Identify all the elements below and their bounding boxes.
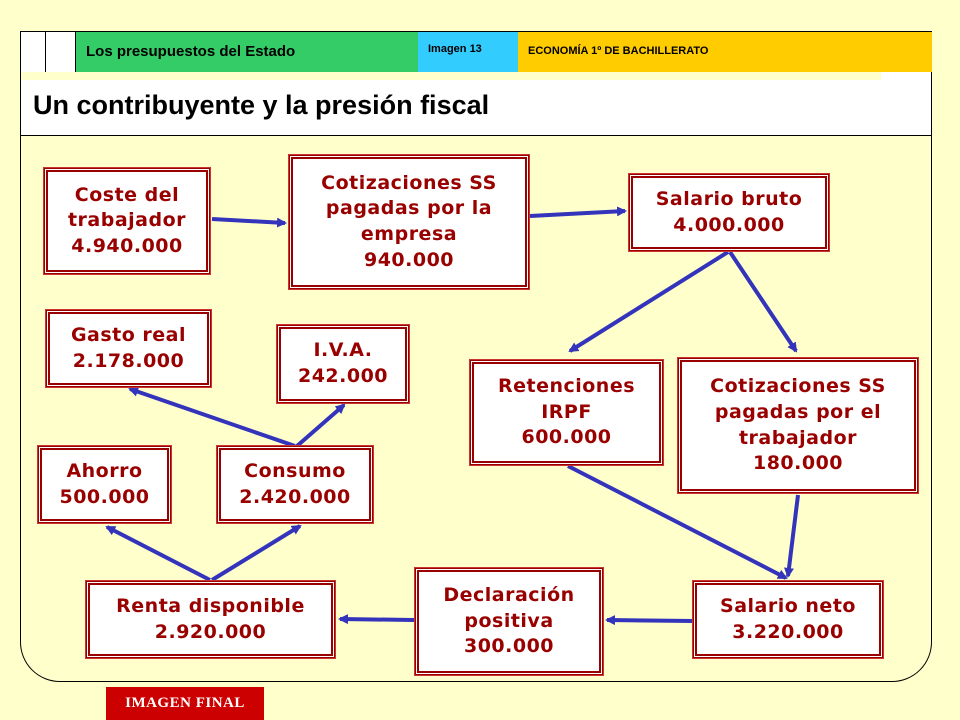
final-image-tag: IMAGEN FINAL (106, 687, 264, 720)
node-label: Salario neto (720, 594, 856, 617)
node-value: 4.940.000 (71, 234, 183, 257)
node-label: positiva (464, 609, 554, 632)
slide-frame (20, 31, 932, 682)
node-value: 3.220.000 (732, 620, 844, 643)
node-label: Declaración (443, 584, 575, 607)
node-label: I.V.A. (313, 339, 373, 362)
node-gasto-real: Gasto real 2.178.000 (45, 309, 212, 388)
node-retenciones-irpf: Retenciones IRPF 600.000 (469, 359, 664, 466)
arrow-retenciones-to-neto (567, 464, 788, 580)
node-ahorro: Ahorro 500.000 (37, 445, 172, 524)
node-value: 940.000 (363, 248, 455, 271)
node-value: 180.000 (752, 452, 844, 475)
node-label: pagadas por el (714, 400, 882, 423)
node-label: Cotizaciones SS (710, 375, 886, 398)
node-consumo: Consumo 2.420.000 (216, 445, 374, 524)
node-salario-bruto: Salario bruto 4.000.000 (628, 173, 830, 252)
node-label: Cotizaciones SS (321, 171, 497, 194)
node-label: pagadas por la (325, 197, 493, 220)
node-label: trabajador (738, 426, 858, 449)
header-image-label: Imagen 13 (428, 43, 482, 55)
arrow-bruto-to-retenciones (568, 250, 730, 353)
node-value: 600.000 (521, 426, 612, 449)
header-course: ECONOMÍA 1º DE BACHILLERATO (528, 45, 709, 57)
arrow-coste-to-cotizaciones (211, 217, 287, 228)
arrow-cot-trabajador-to-neto (784, 494, 800, 578)
node-label: Salario bruto (655, 187, 803, 210)
node-iva: I.V.A. 242.000 (276, 324, 410, 404)
node-label: Retenciones (497, 375, 636, 398)
node-salario-neto: Salario neto 3.220.000 (692, 580, 884, 659)
node-value: 2.178.000 (72, 349, 185, 372)
header-section: Los presupuestos del Estado (86, 43, 296, 60)
arrow-cotizaciones-to-bruto (529, 206, 627, 218)
node-value: 4.000.000 (673, 213, 785, 236)
arrow-renta-to-consumo (210, 524, 302, 582)
page-title: Un contribuyente y la presión fiscal (33, 90, 490, 120)
node-cotizaciones-empresa: Cotizaciones SS pagadas por la empresa 9… (288, 154, 530, 290)
arrow-neto-to-declaracion (605, 615, 695, 626)
header-course-cell: ECONOMÍA 1º DE BACHILLERATO (518, 32, 932, 72)
node-value: 500.000 (59, 485, 150, 508)
arrow-renta-to-ahorro (105, 525, 211, 582)
arrow-declaracion-to-renta (338, 614, 415, 625)
node-cotizaciones-trabajador: Cotizaciones SS pagadas por el trabajado… (677, 357, 919, 494)
node-label: Renta disponible (116, 594, 305, 617)
node-label: Ahorro (66, 459, 143, 482)
node-label: Coste del (74, 183, 180, 206)
node-label: IRPF (541, 400, 592, 423)
node-renta-disponible: Renta disponible 2.920.000 (85, 580, 336, 659)
node-declaracion-positiva: Declaración positiva 300.000 (414, 567, 604, 676)
node-value: 2.420.000 (239, 485, 351, 508)
node-label: Consumo (244, 459, 346, 482)
arrow-bruto-to-cot-trabajador (728, 250, 798, 353)
node-value: 242.000 (297, 365, 389, 387)
node-label: empresa (360, 223, 458, 245)
node-label: Gasto real (70, 323, 187, 346)
header-image-cell: Imagen 13 (418, 32, 518, 72)
node-coste-trabajador: Coste del trabajador 4.940.000 (43, 167, 211, 275)
arrow-consumo-to-iva (295, 403, 346, 448)
node-value: 300.000 (463, 635, 555, 658)
header-section-cell: Los presupuestos del Estado (76, 32, 418, 72)
node-value: 2.920.000 (154, 620, 267, 643)
node-label: trabajador (67, 209, 187, 232)
arrow-consumo-to-gasto (128, 386, 296, 448)
title-band: Un contribuyente y la presión fiscal (21, 72, 931, 136)
header-blank-cell (21, 31, 76, 72)
